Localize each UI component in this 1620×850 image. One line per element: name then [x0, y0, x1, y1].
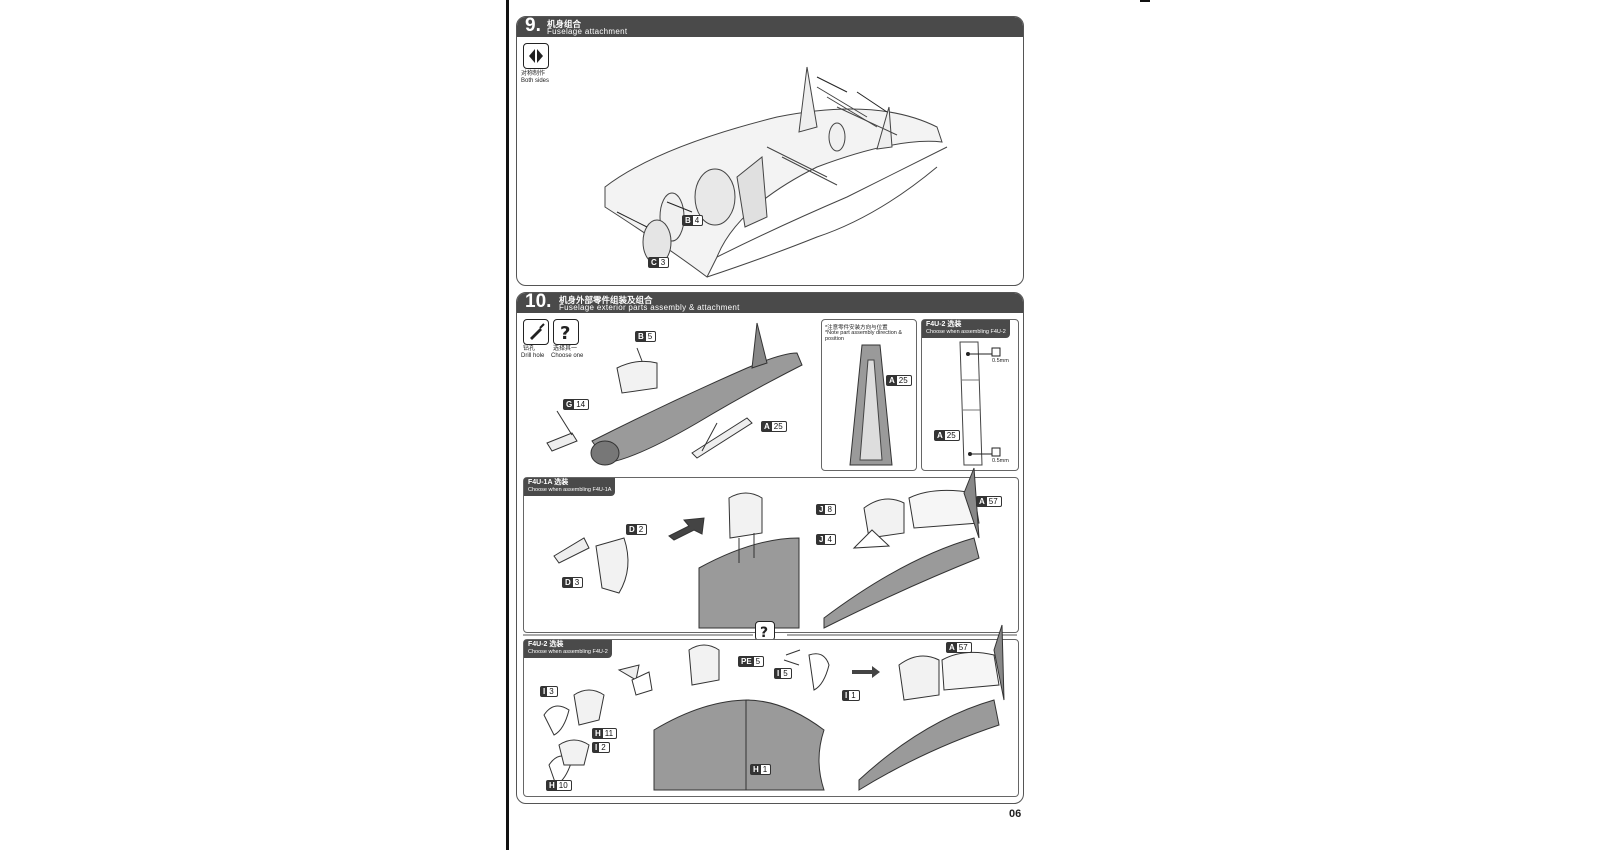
page-number: 06 [1009, 808, 1022, 820]
f4u2-option-box: F4U-2 选装 Choose when assembling F4U-2 [523, 624, 1019, 797]
note-zh: *注意零件安装方向与位置 [825, 325, 888, 331]
strip-drawing [849, 344, 893, 466]
step-title-zh: 机身外部零件组装及组合 [559, 295, 653, 305]
step-number: 9. [525, 16, 541, 36]
step-number: 10. [525, 292, 552, 312]
note-en: *Note part assembly direction & position [825, 330, 903, 342]
option-header: F4U-2 选装 Choose when assembling F4U-2 [524, 640, 612, 658]
icon-label-zh: 选择其一 [553, 346, 578, 352]
dimension-label: 0.5mm [992, 358, 1009, 364]
icon-label-zh: 对称制作 [521, 71, 546, 77]
fuselage-assembly-drawing [546, 322, 803, 466]
question-icon: ? [755, 621, 775, 641]
strip-drill-drawing [959, 341, 1001, 466]
svg-text:?: ? [560, 323, 570, 344]
scan-mark [1140, 0, 1150, 2]
icon-label-en: Drill hole [521, 353, 545, 359]
step-title-en: Fuselage exterior parts assembly & attac… [559, 303, 740, 312]
option-header: F4U-2 选装 Choose when assembling F4U-2 [922, 320, 1010, 338]
icon-label-zh: 钻孔 [523, 346, 536, 352]
icon-label-en: Choose one [551, 353, 584, 359]
assembly-note-box: *注意零件安装方向与位置 *Note part assembly directi… [821, 319, 917, 471]
svg-text:?: ? [760, 625, 768, 641]
f4u1a-canopy-drawing [553, 467, 980, 629]
option-header: F4U-1A 选装 Choose when assembling F4U-1A [524, 478, 616, 496]
icon-label-en: Both sides [521, 78, 550, 84]
fuselage-half-drawing [604, 66, 948, 278]
both-sides-icon [523, 43, 549, 69]
instruction-page: 9. 机身组合 Fuselage attachment 对称制作 Both si… [512, 0, 1072, 850]
drill-icon [523, 319, 549, 345]
step-9-header: 9. 机身组合 Fuselage attachment [517, 17, 1023, 37]
step-10-header: 10. 机身外部零件组装及组合 Fuselage exterior parts … [517, 293, 1023, 313]
option-divider [523, 634, 1017, 636]
scan-edge [506, 0, 509, 850]
f4u1a-option-box: F4U-1A 选装 Choose when assembling F4U-1A [523, 467, 1019, 633]
step-9-panel: 9. 机身组合 Fuselage attachment 对称制作 Both si… [516, 16, 1024, 286]
f4u2-strip-box: F4U-2 选装 Choose when assembling F4U-2 0.… [921, 319, 1019, 471]
step-title-zh: 机身组合 [547, 19, 582, 29]
dimension-label: 0.5mm [992, 458, 1009, 464]
step-10-panel: 10. 机身外部零件组装及组合 Fuselage exterior parts … [516, 292, 1024, 804]
step-title-en: Fuselage attachment [547, 27, 628, 36]
question-icon: ? [553, 319, 579, 345]
